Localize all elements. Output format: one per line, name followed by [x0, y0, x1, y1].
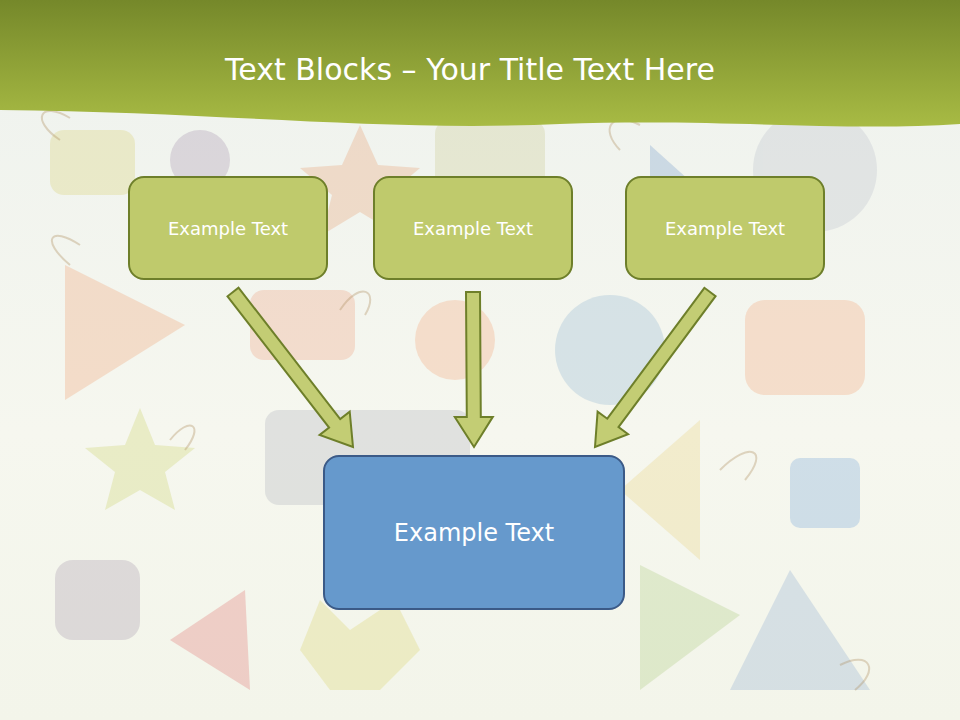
block-arrow	[228, 288, 354, 447]
block-arrow	[455, 292, 493, 447]
result-box: Example Text	[323, 455, 625, 610]
box-text: Example Text	[168, 218, 288, 239]
block-arrow	[595, 288, 716, 447]
text-block: Example Text	[128, 176, 328, 280]
text-block: Example Text	[625, 176, 825, 280]
box-text: Example Text	[665, 218, 785, 239]
slide-title: Text Blocks – Your Title Text Here	[0, 52, 940, 87]
box-text: Example Text	[413, 218, 533, 239]
box-text: Example Text	[394, 519, 554, 547]
text-block: Example Text	[373, 176, 573, 280]
